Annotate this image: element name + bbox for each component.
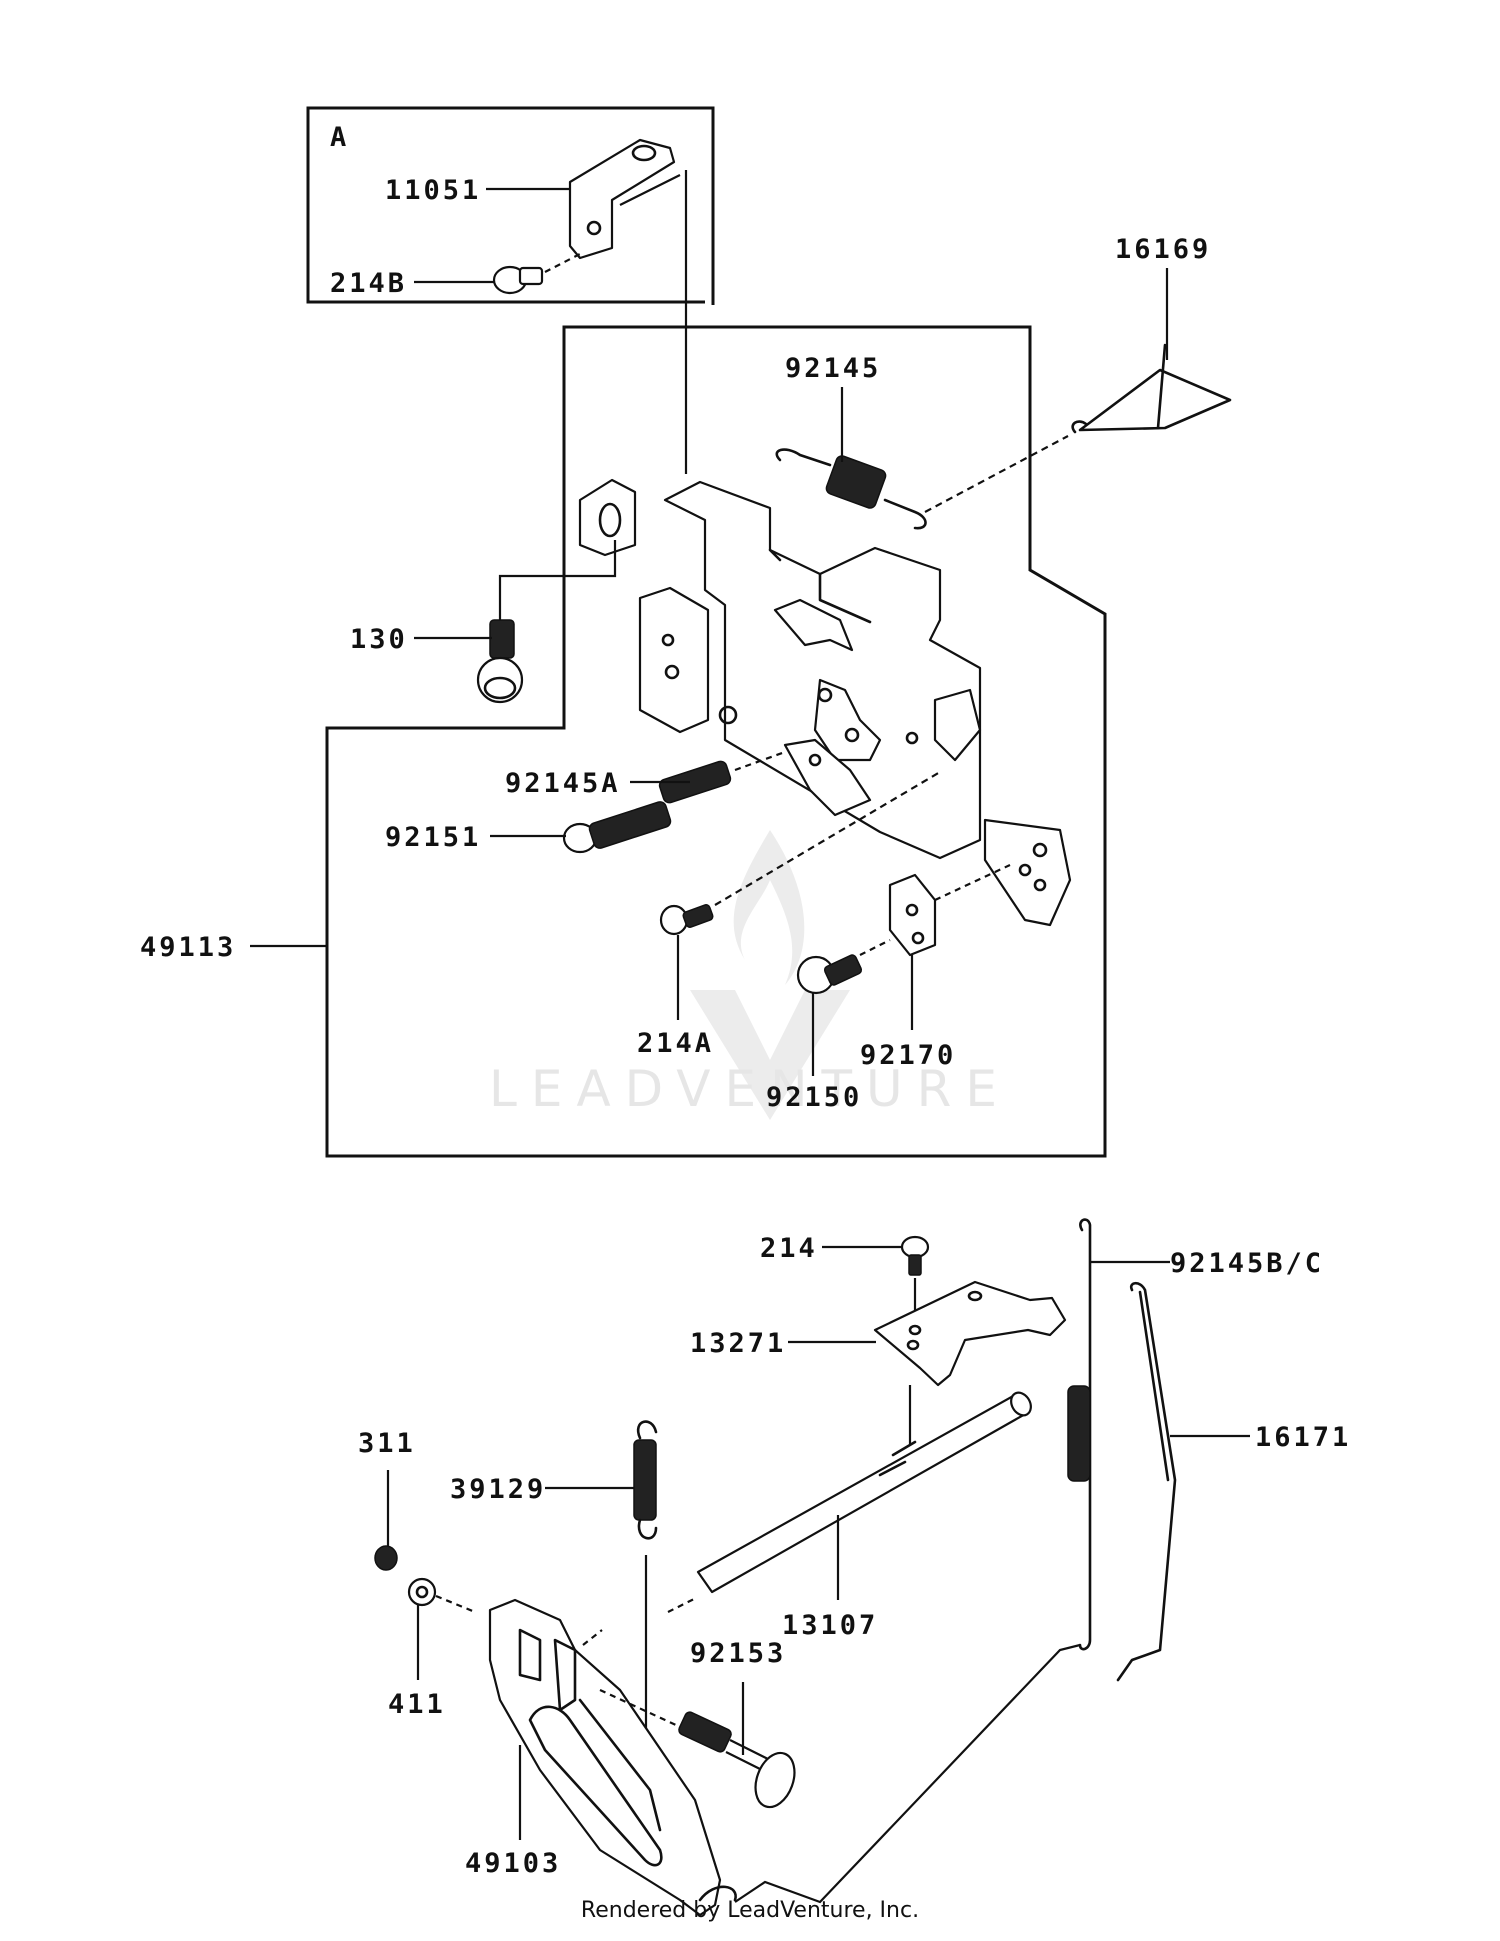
part-92151-screw bbox=[562, 801, 672, 854]
part-92170-clip bbox=[888, 864, 1011, 957]
part-92153-bolt bbox=[599, 1689, 796, 1809]
callout-11051: 11051 bbox=[385, 175, 481, 206]
part-214a-screw bbox=[659, 771, 941, 936]
part-92145-spring bbox=[775, 448, 927, 530]
part-92150-bolt bbox=[796, 939, 891, 995]
callout-311: 311 bbox=[358, 1428, 416, 1459]
callout-49113: 49113 bbox=[140, 932, 236, 963]
part-92145a-spring bbox=[658, 750, 786, 804]
callout-13107: 13107 bbox=[782, 1610, 878, 1641]
part-16171-rod bbox=[1116, 1281, 1177, 1682]
part-16169-link bbox=[1071, 343, 1232, 434]
callout-92145: 92145 bbox=[785, 353, 881, 384]
callout-214a: 214A bbox=[637, 1028, 714, 1059]
part-13271-plate bbox=[873, 1280, 1067, 1387]
callout-214: 214 bbox=[760, 1233, 818, 1264]
assembly-box-49113 bbox=[325, 325, 1107, 1158]
callout-16171: 16171 bbox=[1255, 1422, 1351, 1453]
part-311-nut bbox=[374, 1545, 398, 1571]
part-11051-bracket bbox=[568, 138, 681, 260]
callout-92145bc: 92145B/C bbox=[1170, 1248, 1324, 1279]
part-214-screw bbox=[900, 1235, 930, 1276]
part-governor-plate bbox=[638, 480, 1072, 927]
part-39129-spring bbox=[633, 1420, 658, 1540]
callout-49103: 49103 bbox=[465, 1848, 561, 1879]
part-214b-screw bbox=[492, 253, 581, 295]
watermark-v-icon bbox=[690, 990, 850, 1120]
callout-92145a: 92145A bbox=[505, 768, 621, 799]
part-49103-lever bbox=[488, 1598, 737, 1917]
callout-411: 411 bbox=[388, 1689, 446, 1720]
callout-16169: 16169 bbox=[1115, 234, 1211, 265]
callout-13271: 13271 bbox=[690, 1328, 786, 1359]
callout-92151: 92151 bbox=[385, 822, 481, 853]
watermark-text: LEADVENTURE bbox=[489, 1060, 1011, 1118]
callout-92150: 92150 bbox=[766, 1082, 862, 1113]
inset-box-a bbox=[306, 106, 715, 305]
watermark-logo-icon bbox=[733, 830, 805, 985]
callout-214b: 214B bbox=[330, 268, 407, 299]
part-92145bc-spring bbox=[1067, 1218, 1092, 1651]
inset-label-a: A bbox=[330, 122, 349, 153]
callout-130: 130 bbox=[350, 624, 408, 655]
callout-92170: 92170 bbox=[860, 1040, 956, 1071]
part-13107-shaft bbox=[696, 1391, 1032, 1594]
part-411-washer bbox=[407, 1577, 476, 1614]
part-130-bolt bbox=[476, 478, 637, 704]
footer-credit: Rendered by LeadVenture, Inc. bbox=[580, 1898, 920, 1923]
callout-39129: 39129 bbox=[450, 1474, 546, 1505]
callout-92153: 92153 bbox=[690, 1638, 786, 1669]
watermark: LEADVENTURE bbox=[489, 830, 1011, 1120]
